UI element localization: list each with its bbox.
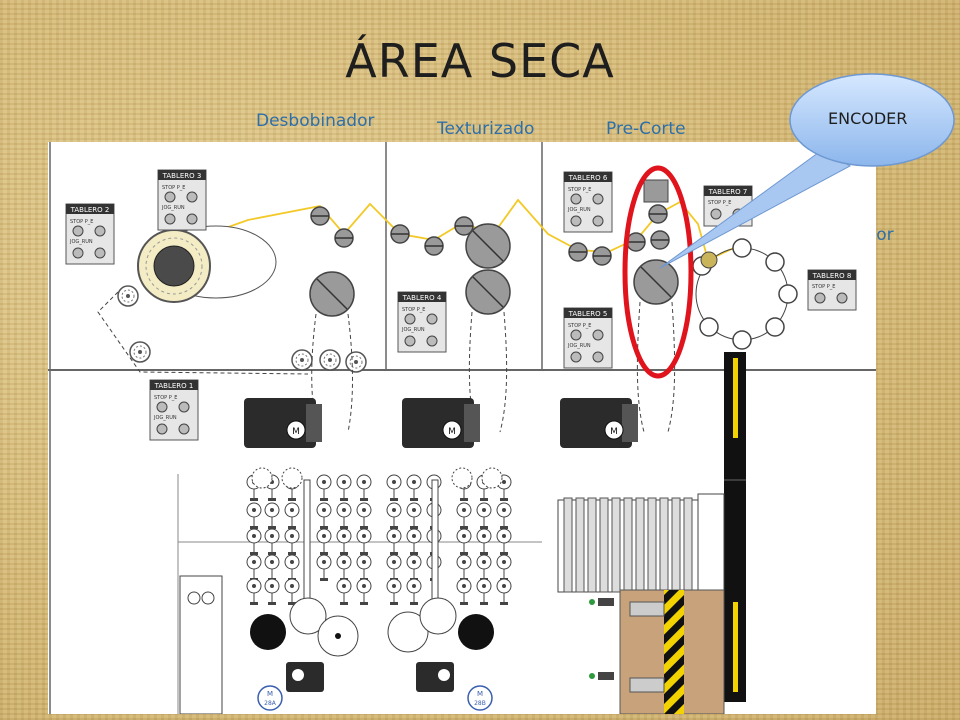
svg-text:STOP P_E: STOP P_E [154,395,177,401]
svg-text:TABLERO 1: TABLERO 1 [154,382,194,390]
page-title: ÁREA SECA [345,34,615,88]
svg-text:STOP P_E: STOP P_E [162,185,185,191]
svg-text:28A: 28A [264,700,277,707]
panel-tablero-1: TABLERO 1 STOP P_E JOG_RUN [149,379,199,441]
svg-text:JOG_RUN: JOG_RUN [401,327,425,333]
panel-tablero-3: TABLERO 3 STOP P_E JOG_RUN [157,169,207,231]
svg-text:M: M [292,427,300,437]
svg-text:TABLERO 8: TABLERO 8 [812,272,852,280]
svg-text:M: M [477,690,483,698]
machine-diagram: M M M TABLERO 1 STOP P_E JOG_RUN TABLERO… [48,142,876,714]
svg-text:STOP P_E: STOP P_E [812,284,835,290]
panel-tablero-2: TABLERO 2 STOP P_E JOG_RUN [65,203,115,265]
svg-text:JOG_RUN: JOG_RUN [161,205,185,211]
svg-text:M: M [267,690,273,698]
svg-text:JOG_RUN: JOG_RUN [69,239,93,245]
label-texturizado: Texturizado [437,119,535,139]
svg-text:TABLERO 6: TABLERO 6 [568,174,608,182]
svg-text:TABLERO 4: TABLERO 4 [402,294,442,302]
svg-text:TABLERO 3: TABLERO 3 [162,172,202,180]
svg-text:TABLERO 7: TABLERO 7 [708,188,748,196]
festoon-section: M 28A M 28B [177,467,542,714]
svg-text:JOG_RUN: JOG_RUN [567,343,591,349]
svg-text:STOP P_E: STOP P_E [568,323,591,329]
svg-text:JOG_RUN: JOG_RUN [153,415,177,421]
encoder-label: ENCODER [828,109,908,128]
svg-text:M: M [448,427,456,437]
motor-3: M [560,398,638,448]
rewinder-carousel [692,238,798,350]
label-desbobinador: Desbobinador [256,111,375,131]
motor-1: M [244,398,322,448]
svg-text:JOG_RUN: JOG_RUN [567,207,591,213]
svg-text:STOP P_E: STOP P_E [568,187,591,193]
svg-text:TABLERO 5: TABLERO 5 [568,310,608,318]
svg-text:28B: 28B [474,700,486,707]
svg-text:STOP P_E: STOP P_E [70,219,93,225]
svg-text:STOP P_E: STOP P_E [708,200,731,206]
panel-tablero-8: TABLERO 8 STOP P_E [807,269,857,311]
svg-text:STOP P_E: STOP P_E [402,307,425,313]
label-precorte: Pre-Corte [606,119,686,139]
panel-tablero-6: TABLERO 6 STOP P_E JOG_RUN [563,171,613,233]
hazard-box [589,589,725,714]
motor-2: M [402,398,480,448]
svg-text:TABLERO 2: TABLERO 2 [70,206,110,214]
panel-tablero-5: TABLERO 5 STOP P_E JOG_RUN [563,307,613,369]
panel-tablero-4: TABLERO 4 STOP P_E JOG_RUN [397,291,447,353]
svg-text:M: M [610,427,618,437]
encoder-highlight [622,165,694,379]
